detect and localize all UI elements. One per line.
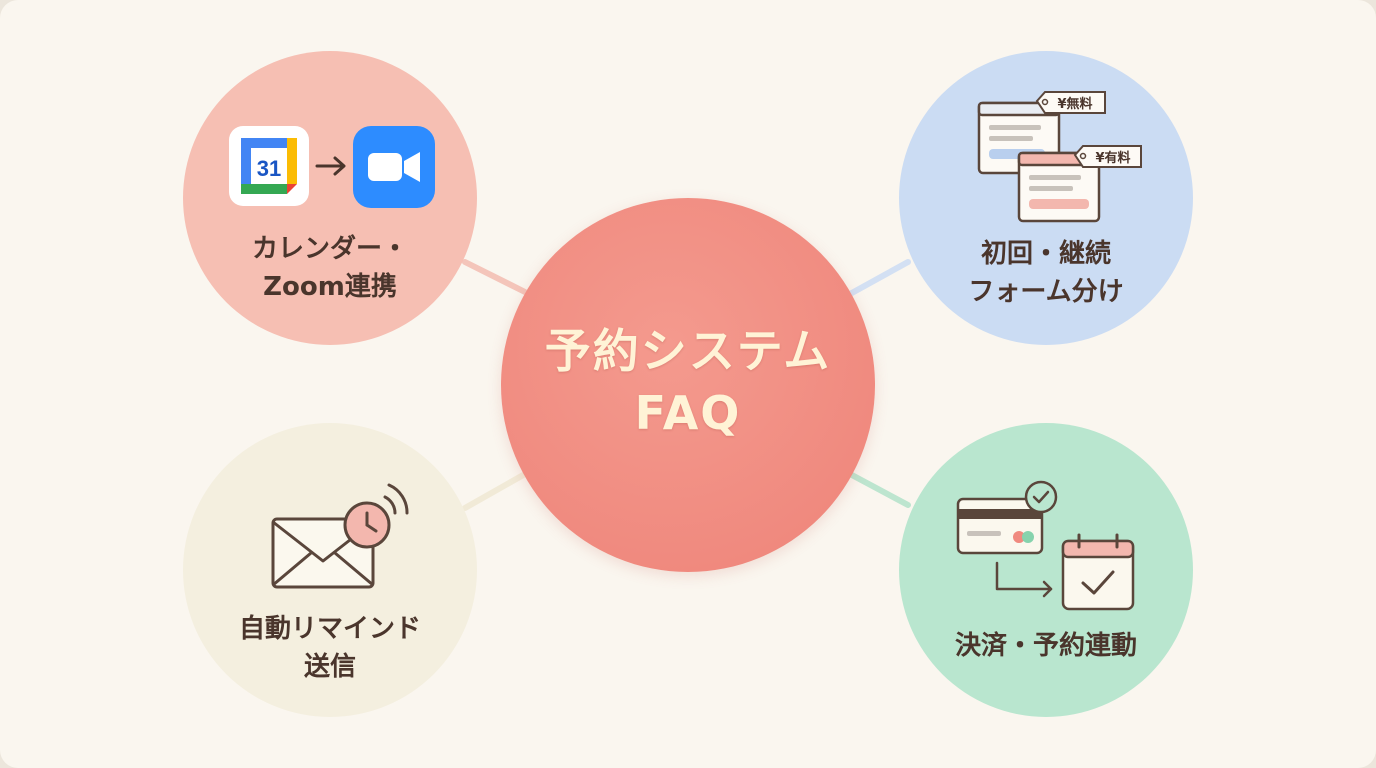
tag-free: ¥無料 bbox=[1057, 96, 1092, 112]
node-reminder-line2: 送信 bbox=[303, 652, 356, 682]
credit-card-icon bbox=[956, 497, 1044, 555]
calendar-day: 31 bbox=[257, 156, 281, 181]
calendar-zoom-icons: 31 bbox=[229, 126, 435, 208]
node-calendar-zoom-label: カレンダー・ Zoom連携 bbox=[183, 230, 477, 306]
calendar-check-icon bbox=[1061, 533, 1135, 611]
connector-arrow-icon bbox=[995, 561, 1053, 598]
node-reminder: 自動リマインド 送信 bbox=[183, 423, 477, 717]
node-calendar-zoom: 31 カレンダー・ Zoom連携 bbox=[183, 51, 477, 345]
node-reminder-line1: 自動リマインド bbox=[238, 614, 421, 644]
reminder-icons bbox=[271, 483, 409, 589]
node-payment-label: 決済・予約連動 bbox=[899, 627, 1193, 665]
connector-payment bbox=[847, 471, 911, 508]
node-form-split-label: 初回・継続 フォーム分け bbox=[899, 235, 1193, 311]
center-node: 予約システム FAQ bbox=[501, 198, 875, 572]
center-title: 予約システム FAQ bbox=[501, 320, 875, 444]
payment-icons bbox=[956, 480, 1135, 611]
price-tag-icon-free: ¥無料 bbox=[1035, 91, 1106, 114]
tag-paid: ¥有料 bbox=[1095, 150, 1130, 166]
connector-form bbox=[847, 259, 911, 297]
center-title-line2: FAQ bbox=[634, 386, 742, 440]
zoom-video-icon bbox=[353, 126, 435, 208]
node-form-split: ¥無料 ¥有料 初回・継続 フォーム分け bbox=[899, 51, 1193, 345]
node-calendar-zoom-line1: カレンダー・ bbox=[251, 234, 408, 264]
node-form-split-line2: フォーム分け bbox=[968, 277, 1124, 307]
node-reminder-label: 自動リマインド 送信 bbox=[183, 610, 477, 686]
connector-reminder bbox=[462, 471, 528, 511]
node-payment: 決済・予約連動 bbox=[899, 423, 1193, 717]
clock-icon bbox=[343, 483, 409, 549]
check-badge-icon bbox=[1024, 480, 1058, 514]
form-split-icons: ¥無料 ¥有料 bbox=[977, 91, 1142, 223]
price-tag-icon-paid: ¥有料 bbox=[1073, 145, 1142, 168]
node-payment-line1: 決済・予約連動 bbox=[954, 631, 1137, 661]
google-calendar-icon: 31 bbox=[229, 126, 309, 206]
center-title-line1: 予約システム bbox=[544, 324, 832, 378]
node-calendar-zoom-line2: Zoom連携 bbox=[263, 272, 397, 302]
arrow-right-icon bbox=[315, 156, 346, 176]
node-form-split-line1: 初回・継続 bbox=[980, 239, 1111, 269]
connector-calendar bbox=[462, 259, 528, 295]
